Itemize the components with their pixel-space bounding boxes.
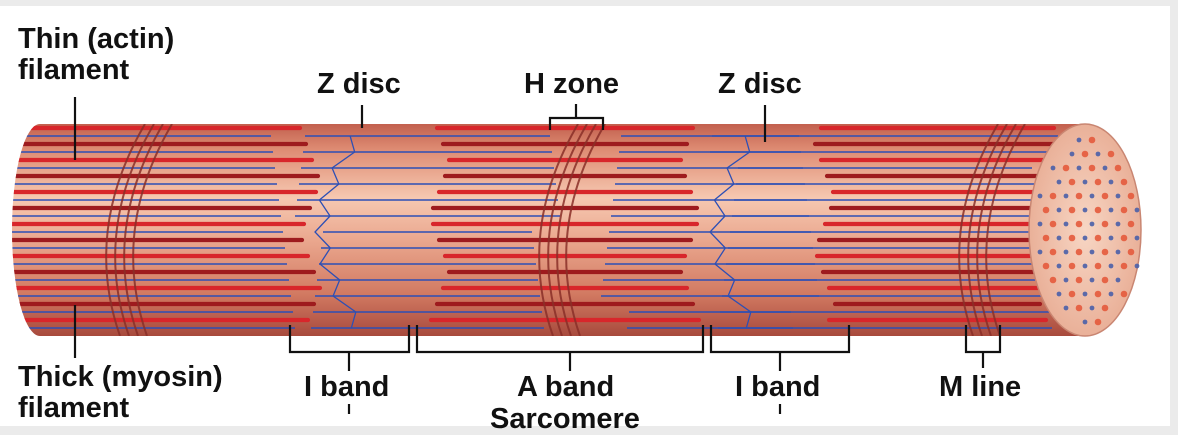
m-line-ring (556, 124, 597, 336)
filament-array (12, 125, 1063, 329)
myofibril-diagram: Thin (actin) filament Z disc H zone Z di… (0, 6, 1170, 435)
m-line-ring (976, 124, 1017, 336)
m-line-ring (985, 124, 1026, 336)
m-line-ring (538, 124, 579, 336)
fiber-end-face (1028, 123, 1142, 337)
thick-filament-label: Thick (myosin) filament (18, 361, 223, 424)
z-disc-lattice (314, 135, 752, 329)
i-band-right-bracket (709, 325, 851, 371)
m-line-ring (123, 124, 164, 336)
m-line-bracket (964, 325, 1002, 368)
z-disc-right-label: Z disc (718, 68, 802, 100)
a-band-label: A band (517, 371, 615, 403)
m-line-ring (132, 124, 173, 336)
z-disc (314, 135, 357, 329)
h-zone-label: H zone (524, 68, 620, 100)
m-line-ring (967, 124, 1008, 336)
m-line-ring (565, 124, 606, 336)
a-band-bracket (415, 325, 705, 371)
i-band-right-label: I band (735, 371, 821, 403)
m-line-label: M line (939, 371, 1022, 403)
i-band-left-bracket (288, 325, 411, 371)
m-line-ring (547, 124, 588, 336)
i-band-left-label: I band (304, 371, 390, 403)
myofibril-illustration (12, 97, 1142, 414)
m-line-ring (114, 124, 155, 336)
m-line-ring (105, 124, 146, 336)
z-disc-left-label: Z disc (317, 68, 401, 100)
thin-filament-label: Thin (actin) filament (18, 23, 175, 86)
label-leader-lines (73, 97, 1002, 414)
z-disc (709, 135, 752, 329)
sarcomere-label: Sarcomere (490, 403, 640, 435)
m-line-ring (958, 124, 999, 336)
h-zone-bracket (548, 104, 605, 130)
m-line-rings (105, 124, 1026, 336)
